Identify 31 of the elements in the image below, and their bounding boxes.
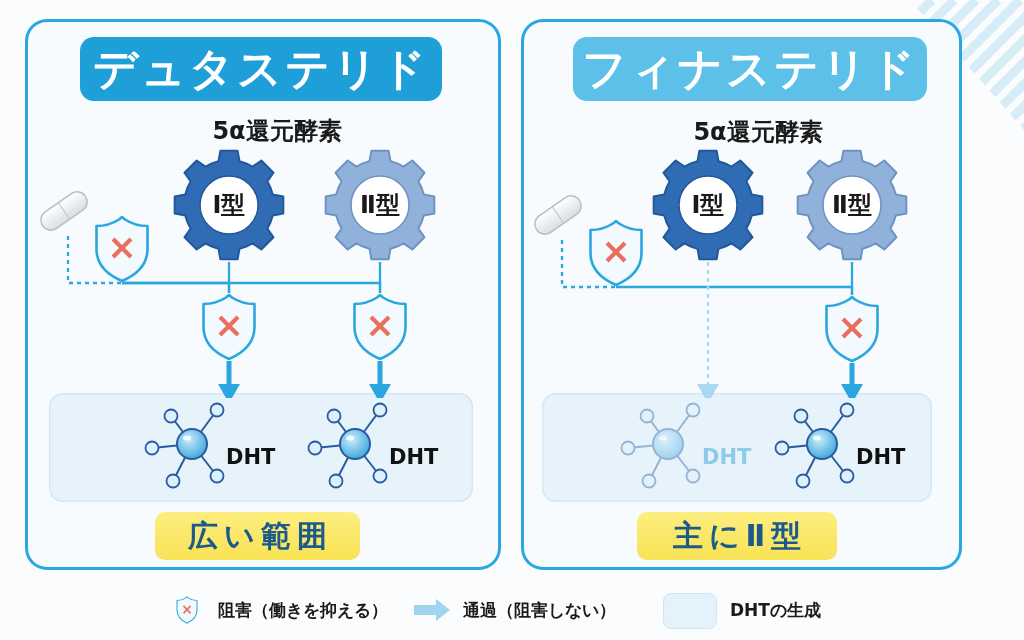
summary-badge: 広い範囲 — [155, 512, 360, 560]
shield-x-icon — [824, 295, 880, 363]
legend-text: DHTの生成 — [730, 599, 821, 621]
legend-text: 通過（阻害しない） — [463, 599, 616, 621]
summary-badge: 主にⅡ型 — [637, 512, 837, 560]
drug-name-banner: デュタステリド — [80, 37, 442, 101]
drug-panel — [521, 19, 962, 570]
drug-panel — [25, 19, 501, 570]
shield-x-icon — [201, 293, 257, 361]
enzyme-type-label: Ⅱ型 — [360, 191, 400, 219]
drug-name-banner: フィナステリド — [573, 37, 927, 101]
enzyme-heading: 5α還元酵素 — [693, 118, 823, 146]
dht-label: DHT — [226, 445, 276, 469]
dht-production-area — [542, 393, 932, 502]
dht-label: DHT — [702, 445, 752, 469]
dht-label: DHT — [856, 445, 906, 469]
enzyme-type-label: Ⅰ型 — [691, 191, 725, 219]
connector-line — [227, 262, 231, 293]
shield-x-icon — [588, 219, 644, 287]
dht-label: DHT — [389, 445, 439, 469]
dht-production-area — [49, 393, 473, 502]
enzyme-type-label: Ⅰ型 — [212, 191, 246, 219]
connector-line — [850, 262, 854, 295]
legend-text: 阻害（働きを抑える） — [218, 599, 388, 621]
connector-line — [378, 262, 382, 293]
shield-x-icon — [94, 215, 150, 283]
dashed-connector-line — [560, 240, 616, 289]
dashed-connector-line — [66, 236, 122, 285]
enzyme-type-label: Ⅱ型 — [832, 191, 872, 219]
enzyme-heading: 5α還元酵素 — [212, 117, 342, 145]
shield-x-icon — [352, 293, 408, 361]
